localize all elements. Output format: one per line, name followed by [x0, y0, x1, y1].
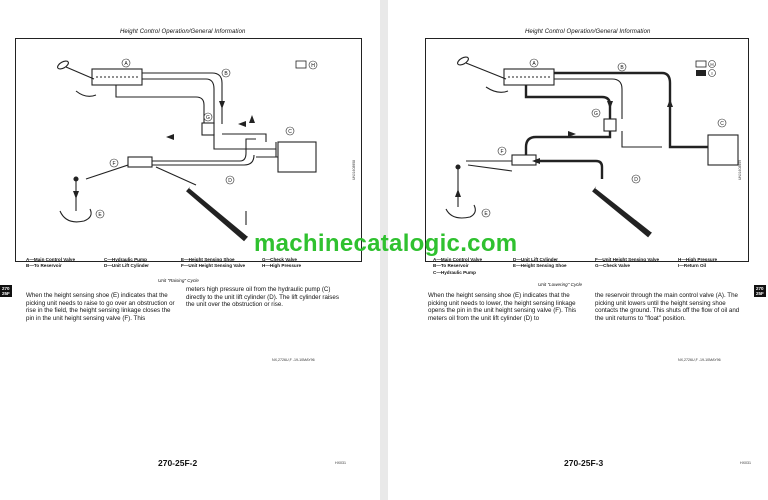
- svg-text:I: I: [711, 71, 712, 76]
- right-body-col1: When the height sensing shoe (E) indicat…: [428, 292, 577, 322]
- left-side-code: UN01608958: [352, 160, 356, 180]
- left-footer-code: HX031: [335, 461, 346, 465]
- label-C: C: [288, 129, 292, 135]
- page-gutter: [380, 0, 388, 500]
- right-body-col2: the reservoir through the main control v…: [595, 292, 740, 322]
- left-hydraulic-diagram: A B C D E F G H: [57, 58, 318, 242]
- left-page: Height Control Operation/General Informa…: [0, 0, 380, 500]
- label-F: F: [112, 161, 115, 167]
- label-E: E: [98, 212, 102, 218]
- svg-text:C: C: [720, 121, 724, 127]
- left-body-col2: meters high pressure oil from the hydrau…: [186, 286, 339, 309]
- label-D: D: [228, 178, 232, 184]
- hydraulic-pump-shape: [277, 141, 317, 173]
- svg-text:B: B: [620, 65, 624, 71]
- svg-text:E: E: [484, 211, 488, 217]
- svg-text:F: F: [500, 149, 503, 155]
- svg-text:A: A: [532, 61, 536, 67]
- right-diagram-frame: [425, 38, 749, 262]
- label-A: A: [124, 61, 128, 67]
- label-H: H: [311, 63, 315, 69]
- svg-text:G: G: [594, 111, 598, 117]
- right-ref-code: NX,2726U,F -19-10MAY96: [678, 358, 721, 362]
- right-page-header: Height Control Operation/General Informa…: [525, 29, 651, 35]
- watermark-text: machinecatalogic.com: [254, 230, 518, 257]
- svg-text:D: D: [634, 177, 638, 183]
- right-page-number: 270-25F-3: [564, 458, 604, 468]
- right-page: Height Control Operation/General Informa…: [388, 0, 768, 500]
- left-body-col1: When the height sensing shoe (E) indicat…: [26, 292, 175, 322]
- left-caption: Unit "Raising" Cycle: [158, 278, 199, 283]
- right-side-code: UN01608959: [738, 160, 742, 180]
- label-G: G: [206, 115, 210, 121]
- right-hydraulic-diagram: A B C D E F G H I: [445, 56, 739, 238]
- left-page-number: 270-25F-2: [158, 458, 198, 468]
- left-page-header: Height Control Operation/General Informa…: [120, 29, 246, 35]
- left-diagram-frame: [15, 38, 362, 262]
- label-B: B: [224, 71, 228, 77]
- right-caption: Unit "Lowering" Cycle: [538, 282, 583, 287]
- svg-text:H: H: [710, 62, 713, 67]
- right-footer-code: HX031: [740, 461, 751, 465]
- left-ref-code: NX,2726U,F -19-10MAY96: [272, 358, 315, 362]
